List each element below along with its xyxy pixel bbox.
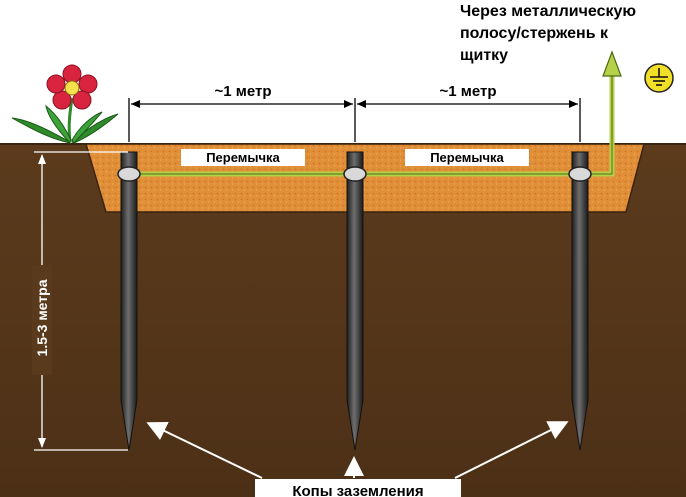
rod-middle: [346, 151, 364, 451]
jumpers: [137, 50, 622, 177]
top-note-line-3: щитку: [460, 47, 508, 64]
jumper-label-left: Перемычка: [206, 150, 280, 165]
jumper-label-right: Перемычка: [430, 150, 504, 165]
clamp-middle: [343, 166, 367, 182]
electrodes-caption: Копы заземления: [292, 483, 423, 497]
distance-label-right: ~1 метр: [439, 83, 496, 100]
clamps: [117, 166, 592, 182]
riser-arrow-icon: [602, 50, 622, 77]
top-note-line-1: Через металлическую: [460, 3, 636, 20]
grounding-rods: [120, 151, 589, 451]
caption-pointers: [146, 421, 569, 479]
ground-symbol-icon: [644, 63, 674, 93]
rod-right: [571, 151, 589, 451]
top-note-line-2: полосу/стержень к: [460, 25, 609, 42]
depth-label: 1.5-3 метра: [34, 279, 50, 356]
distance-label-left: ~1 метр: [214, 83, 271, 100]
flower-icon: [11, 64, 119, 144]
clamp-right: [568, 166, 592, 182]
clamp-left: [117, 166, 141, 182]
rod-left: [120, 151, 138, 451]
